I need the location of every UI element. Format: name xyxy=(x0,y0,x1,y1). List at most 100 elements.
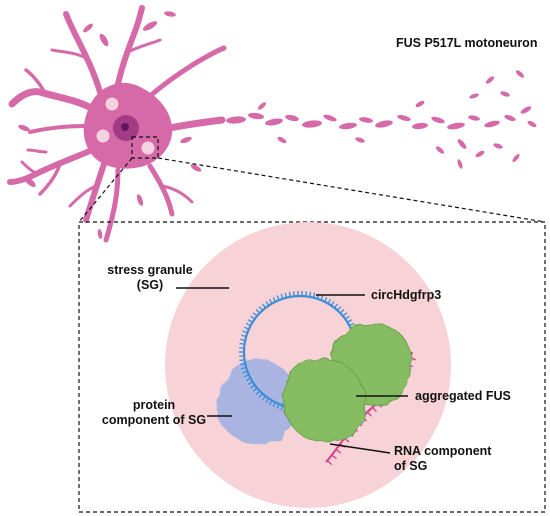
dendrite-branch xyxy=(7,147,95,185)
dendrite-fragment xyxy=(99,33,109,47)
circhdgfrp3-tick xyxy=(305,291,308,297)
circhdgfrp3-tick xyxy=(320,295,324,301)
dendrite-fragment xyxy=(97,229,103,239)
circhdgfrp3-tick xyxy=(252,387,258,392)
circhdgfrp3-tick xyxy=(288,291,291,297)
circhdgfrp3-tick xyxy=(258,306,264,311)
circhdgfrp3-tick xyxy=(241,334,247,338)
circhdgfrp3-tick xyxy=(309,291,312,297)
axon-fragment xyxy=(415,100,425,108)
label-stress-granule-line2: (SG) xyxy=(136,278,164,292)
axon-fragment xyxy=(323,114,337,122)
circhdgfrp3-tick xyxy=(239,359,245,362)
dendrite-branch xyxy=(115,5,145,87)
circhdgfrp3-tick xyxy=(247,319,253,323)
inset-frame xyxy=(78,221,546,513)
circhdgfrp3-tick xyxy=(247,381,253,385)
rna-strand-tick xyxy=(371,406,377,413)
circhdgfrp3-tick xyxy=(333,303,339,309)
leader-line-rna xyxy=(329,443,391,454)
axon-fragment xyxy=(468,115,480,121)
dendrite-branch xyxy=(103,167,121,243)
axon-fragment xyxy=(285,114,299,122)
dendrite-branch xyxy=(20,160,36,174)
circhdgfrp3-tick xyxy=(280,405,284,411)
axon-fragment xyxy=(515,70,525,78)
dendrite-fragment xyxy=(164,11,176,17)
axon-fragment xyxy=(431,116,445,124)
axon-fragment xyxy=(397,114,411,122)
label-rna-line1: RNA component xyxy=(394,444,492,458)
dendrite-branch xyxy=(147,45,227,99)
circhdgfrp3-tick xyxy=(344,315,350,320)
circhdgfrp3-tick xyxy=(250,315,256,320)
circhdgfrp3-tick xyxy=(255,390,261,395)
circhdgfrp3-tick xyxy=(239,342,245,345)
axon-fragment xyxy=(226,116,246,124)
dendrite-fragment xyxy=(142,21,158,31)
label-protein-line2: component of SG xyxy=(101,413,207,427)
circhdgfrp3-tick xyxy=(276,403,280,409)
circhdgfrp3-tick xyxy=(272,402,277,408)
label-protein-component: protein component of SG xyxy=(99,398,209,428)
circhdgfrp3-tick xyxy=(284,292,288,298)
circhdgfrp3-tick xyxy=(245,377,251,382)
axon-fragment xyxy=(475,150,485,158)
circhdgfrp3-tick xyxy=(252,312,258,317)
circhdgfrp3-tick xyxy=(261,395,267,401)
axon-fragment xyxy=(359,117,373,123)
circhdgfrp3-tick xyxy=(244,326,250,330)
rna-strand-tick xyxy=(335,448,342,454)
dendrite-branch xyxy=(24,68,47,95)
label-aggregated-fus: aggregated FUS xyxy=(415,389,511,403)
axon-fragment xyxy=(469,93,479,99)
figure-title: FUS P517L motoneuron xyxy=(396,36,538,50)
zoom-selection-box xyxy=(131,136,159,159)
dendrite-fragment xyxy=(190,164,202,172)
dendrite-fragment xyxy=(24,176,36,188)
dendrite-fragment xyxy=(18,124,30,132)
dendrite-branch xyxy=(28,124,86,134)
circhdgfrp3-tick xyxy=(261,303,267,309)
axon-fragment xyxy=(500,91,510,97)
axon-fragment xyxy=(504,114,516,122)
circhdgfrp3-tick xyxy=(268,298,273,304)
axon-fragment xyxy=(447,122,465,130)
label-circhdgfrp3: circHdgfrp3 xyxy=(371,288,442,302)
granule-spot xyxy=(141,141,155,155)
protein-component-blob xyxy=(216,359,298,445)
granule-spot xyxy=(96,129,110,143)
dendrite-branch xyxy=(83,161,107,223)
dendrite-branch xyxy=(8,88,99,114)
dendrite-branch xyxy=(68,184,98,208)
axon-fragment xyxy=(520,106,532,114)
axon-fragment xyxy=(493,143,503,149)
dendrite-fragment xyxy=(136,194,144,206)
axon-fragment xyxy=(527,120,537,128)
circhdgfrp3-tick xyxy=(255,309,261,314)
circhdgfrp3-tick xyxy=(330,301,335,306)
dendrite-fragment xyxy=(180,136,192,144)
circhdgfrp3-tick xyxy=(336,306,342,311)
axon-fragment xyxy=(457,159,463,169)
rna-strand-tick xyxy=(331,454,337,460)
rna-strand-tick xyxy=(326,460,333,466)
label-protein-line1: protein xyxy=(132,398,176,412)
circhdgfrp3-tick xyxy=(312,292,316,298)
circhdgfrp3-tick xyxy=(265,301,270,306)
label-rna-component: RNA component of SG xyxy=(394,444,491,474)
leader-lines xyxy=(176,287,408,454)
motoneuron-illustration xyxy=(7,5,537,243)
dendrite-branch xyxy=(126,38,162,54)
circhdgfrp3-tick xyxy=(323,296,328,302)
circhdgfrp3-tick xyxy=(244,374,250,378)
axon-fragment xyxy=(435,146,445,154)
circhdgfrp3-tick xyxy=(276,295,280,301)
label-stress-granule: stress granule (SG) xyxy=(100,263,200,293)
circhdgfrp3-tick xyxy=(347,319,353,323)
circhdgfrp3-tick xyxy=(268,400,273,406)
label-stress-granule-line1: stress granule xyxy=(107,263,193,277)
axon-fragment xyxy=(484,120,500,128)
